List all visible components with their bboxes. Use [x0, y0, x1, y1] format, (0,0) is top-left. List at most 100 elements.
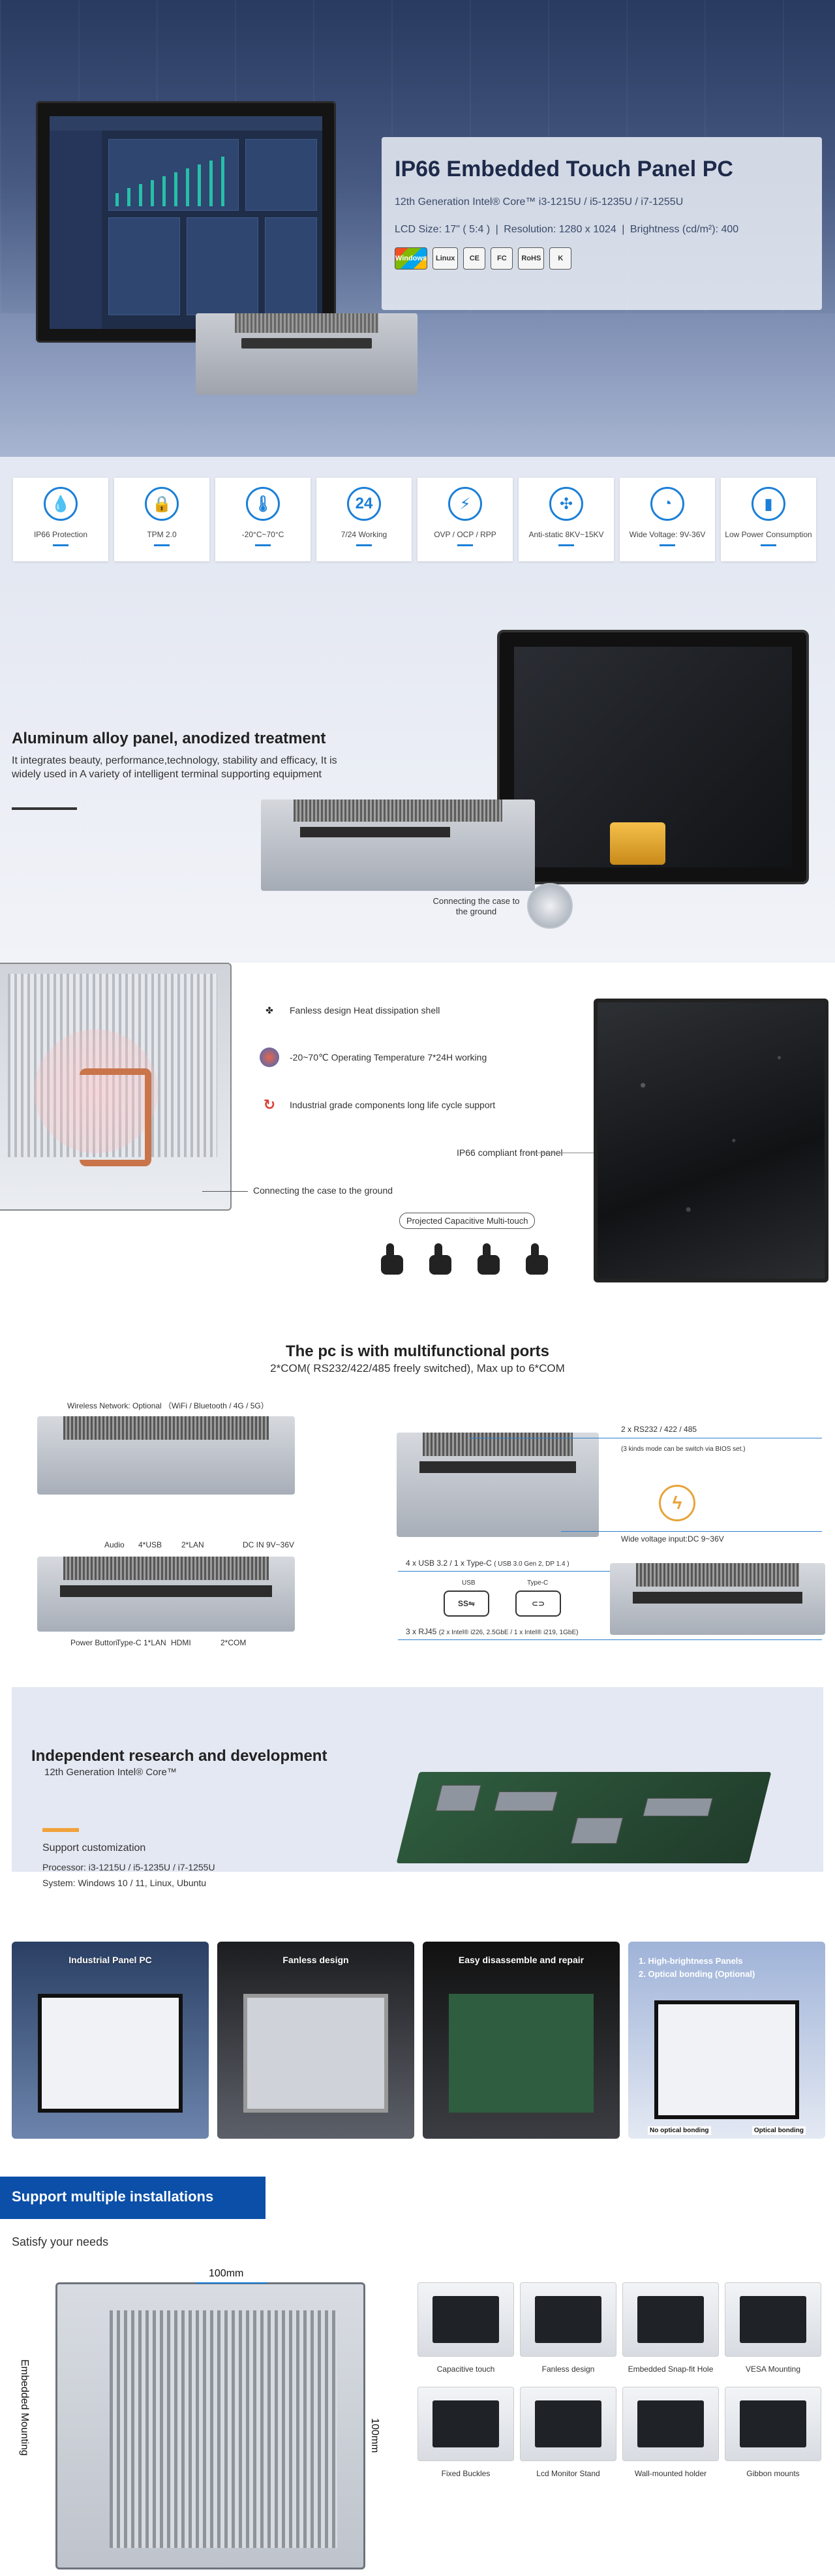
- heatsink-fins: [235, 313, 378, 333]
- rnd-section: Independent research and development 12t…: [0, 1687, 835, 1942]
- hero-monitor-image: [36, 101, 336, 343]
- dashboard-bar: [209, 161, 213, 206]
- feature-underline: [457, 544, 473, 546]
- board-chip: [435, 1785, 481, 1811]
- heat-pipe: [80, 1068, 151, 1166]
- rs232-label: 2 x RS232 / 422 / 485: [621, 1425, 697, 1434]
- ports-subtitle: 2*COM( RS232/422/485 freely switched), M…: [270, 1362, 565, 1374]
- ports-title: The pc is with multifunctional ports: [285, 1342, 549, 1360]
- feature-underline: [558, 544, 574, 546]
- feature-card: 🔒 TPM 2.0: [114, 478, 209, 561]
- fc-logo: FC: [491, 247, 513, 270]
- dashboard-topbar: [50, 116, 322, 131]
- thermal-section: ✤ Fanless design Heat dissipation shell …: [0, 963, 835, 1315]
- ground-pointer: [202, 1191, 248, 1192]
- panel-monitor-image: [497, 630, 809, 884]
- rnd-rule: [42, 1828, 79, 1832]
- tile-list: 1. High-brightness Panels 2. Optical bon…: [639, 1955, 755, 1981]
- power-button-label: Power Button: [70, 1638, 118, 1647]
- mount-label: Lcd Monitor Stand: [536, 2469, 600, 2478]
- double-tap-gesture-icon: [475, 1243, 504, 1275]
- spec-separator: |: [495, 224, 498, 235]
- feature-label: IP66 Protection: [33, 530, 88, 539]
- board-chip: [571, 1818, 623, 1844]
- lightning-icon: ϟ: [659, 1485, 695, 1521]
- thermal-feature: ↻ Industrial grade components long life …: [260, 1095, 495, 1115]
- feature-label: Wide Voltage: 9V-36V: [629, 530, 706, 539]
- touch-gestures: [378, 1243, 552, 1275]
- tap-gesture-icon: [378, 1243, 407, 1275]
- motherboard-image: [396, 1772, 772, 1863]
- tile-image: [449, 1994, 594, 2113]
- feature-label: OVP / OCP / RPP: [434, 530, 496, 539]
- back-plate-image: [55, 2282, 365, 2569]
- heatsink-fins: [294, 799, 502, 822]
- clock-24-icon: 24: [347, 487, 381, 521]
- gallery-tile-brightness: 1. High-brightness Panels 2. Optical bon…: [628, 1942, 825, 2139]
- dashboard-screen: [50, 116, 322, 329]
- specs-line: LCD Size: 17" ( 5:4 ) | Resolution: 1280…: [395, 224, 815, 236]
- system-label: System: Windows 10 / 11, Linux, Ubuntu: [42, 1878, 207, 1888]
- dashboard-bar: [115, 193, 119, 206]
- mount-option: Wall-mounted holder: [622, 2387, 719, 2478]
- mount-option: Lcd Monitor Stand: [520, 2387, 616, 2478]
- com2-label: 2*COM: [220, 1638, 247, 1647]
- gallery-tile-fanless: Fanless design: [217, 1942, 414, 2139]
- dashboard-bar: [127, 188, 130, 206]
- dashboard-bar: [151, 180, 154, 206]
- mount-image: [725, 2387, 821, 2461]
- mount-option: Capacitive touch: [418, 2282, 514, 2374]
- gauge-icon: ◔: [650, 487, 684, 521]
- mount-label: Fixed Buckles: [441, 2469, 491, 2478]
- rj45-pointer: [398, 1639, 822, 1640]
- heatsink-fins: [63, 1557, 269, 1580]
- lan2-label: 2*LAN: [181, 1540, 204, 1549]
- feature-label: Low Power Consumption: [725, 530, 812, 539]
- mount-label: VESA Mounting: [745, 2365, 801, 2374]
- board-chip: [494, 1792, 558, 1811]
- usb32-label: 4 x USB 3.2 / 1 x Type-C ( USB 3.0 Gen 2…: [406, 1559, 569, 1568]
- feature-card: ◔ Wide Voltage: 9V-36V: [620, 478, 715, 561]
- pc-com-image: [397, 1433, 599, 1537]
- feature-underline: [761, 544, 776, 546]
- usb-icon: SS⇋: [444, 1591, 489, 1617]
- tile-image: [243, 1994, 388, 2113]
- tile-title: Industrial Panel PC: [68, 1955, 152, 1965]
- feature-card: ▮ Low Power Consumption: [721, 478, 816, 561]
- thermal-feature-text: Fanless design Heat dissipation shell: [290, 1005, 440, 1016]
- resolution: Resolution: 1280 x 1024: [504, 224, 616, 235]
- install-section: Support multiple installations Satisfy y…: [0, 2177, 835, 2576]
- feature-card: 24 7/24 Working: [316, 478, 412, 561]
- io-ports: [60, 1585, 272, 1597]
- customization-label: Support customization: [42, 1842, 146, 1854]
- tile-list-item: 1. High-brightness Panels: [639, 1956, 743, 1966]
- install-title: Support multiple installations: [0, 2177, 266, 2219]
- dashboard-panel: [265, 217, 317, 315]
- usb4-label: 4*USB: [138, 1540, 162, 1549]
- typec-icon-label: Type-C: [527, 1579, 549, 1587]
- lcd-size: LCD Size: 17" ( 5:4 ): [395, 224, 491, 235]
- tile-list-item: 2. Optical bonding (Optional): [639, 1969, 755, 1979]
- droplet-icon: 💧: [44, 487, 78, 521]
- spec-separator: |: [622, 224, 625, 235]
- mount-option: Gibbon mounts: [725, 2387, 821, 2478]
- hdmi-label: HDMI: [171, 1638, 191, 1647]
- feature-card: ⚡ OVP / OCP / RPP: [418, 478, 513, 561]
- thermal-feature: -20~70℃ Operating Temperature 7*24H work…: [260, 1047, 487, 1067]
- mount-image: [622, 2387, 719, 2461]
- dashboard-bar: [162, 176, 166, 206]
- mount-label: Capacitive touch: [436, 2365, 495, 2374]
- pc-usb-image: [610, 1563, 825, 1635]
- heatsink-fins: [110, 2310, 337, 2548]
- static-icon: ✣: [549, 487, 583, 521]
- wireless-label: Wireless Network: Optional （WiFi / Bluet…: [67, 1401, 269, 1410]
- feature-underline: [53, 544, 68, 546]
- mount-image: [418, 2282, 514, 2357]
- mount-option: VESA Mounting: [725, 2282, 821, 2374]
- rohs-logo: RoHS: [518, 247, 545, 270]
- cpu-line: 12th Generation Intel® Core™ i3-1215U / …: [395, 196, 684, 208]
- io-ports: [241, 338, 372, 349]
- temperature-icon: [260, 1047, 279, 1067]
- dashboard-bar: [174, 172, 177, 206]
- pc-io-image: [37, 1557, 295, 1632]
